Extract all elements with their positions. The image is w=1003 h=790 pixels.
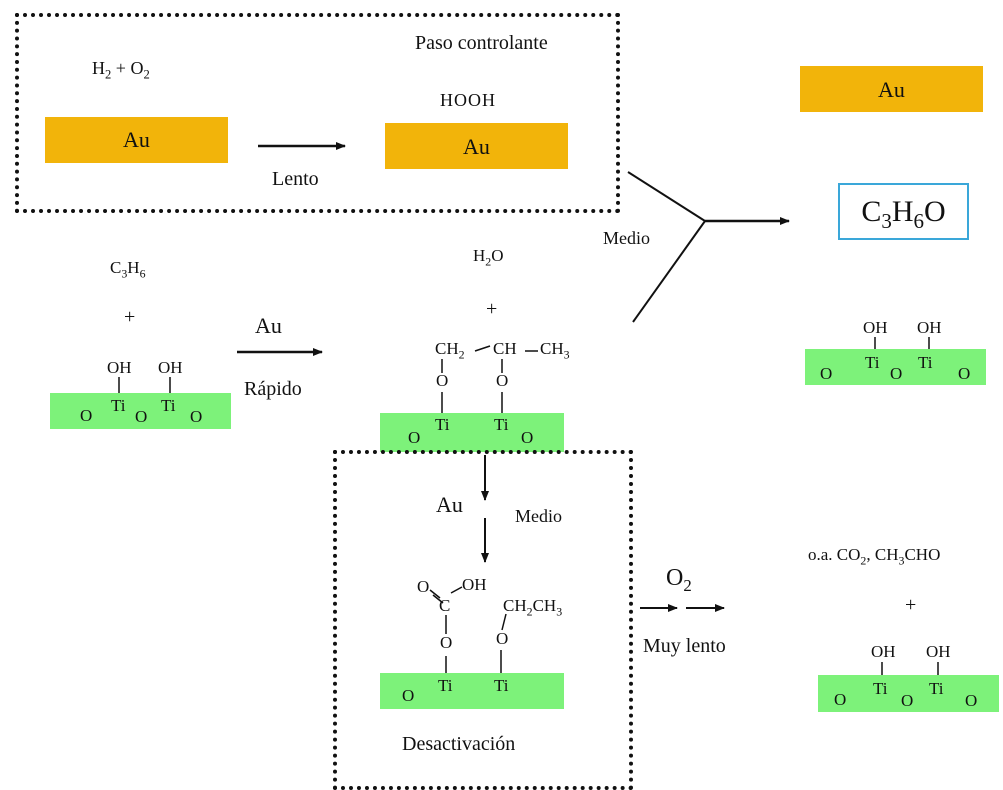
right-top-oh-1: OH: [863, 318, 888, 337]
ethyl-group: CH2CH3: [503, 596, 563, 619]
propylene-formula: C3H6: [110, 258, 146, 281]
right-bottom-surface-o3: O: [965, 691, 978, 710]
right-bottom-oh-1: OH: [871, 642, 896, 661]
gold-catalyst-right: Au: [800, 66, 983, 112]
titania-surface-deactivated: [380, 673, 564, 709]
right-top-oh-2: OH: [917, 318, 942, 337]
left-oh-1: OH: [107, 358, 132, 377]
rapido-catalyst-label: Au: [255, 313, 282, 338]
deactivation-medio-label: Medio: [515, 506, 562, 526]
center-surface-o2: O: [521, 428, 534, 447]
left-surface-ti2: Ti: [161, 396, 176, 415]
right-top-surface-o3: O: [958, 364, 971, 383]
gold-catalyst-center: Au: [385, 123, 568, 169]
left-oh-2: OH: [158, 358, 183, 377]
branch-upper-line: [627, 171, 706, 222]
carboxyl-c: C: [439, 596, 451, 615]
gold-catalyst-left: Au: [45, 117, 228, 163]
ch3-group: CH3: [540, 339, 570, 362]
left-surface-o1: O: [80, 406, 93, 425]
rate-limiting-step-title: Paso controlante: [415, 32, 548, 54]
h2-o2-reactants: H2 + O2: [92, 58, 150, 82]
titania-surface-right-bottom: [818, 675, 999, 712]
center-surface-ti1: Ti: [435, 415, 450, 434]
deactivated-surface-o: O: [402, 686, 415, 705]
titania-surface-right-top: [805, 349, 986, 385]
acetone-product-box: C3H6O: [838, 183, 969, 240]
lento-label: Lento: [272, 168, 319, 190]
center-surface-ti2: Ti: [494, 415, 509, 434]
right-top-surface-o1: O: [820, 364, 833, 383]
right-bottom-surface-o2: O: [901, 691, 914, 710]
right-top-surface-o2: O: [890, 364, 903, 383]
ch2-group: CH2: [435, 339, 465, 362]
water-formula: H2O: [473, 246, 504, 269]
right-bottom-plus: +: [905, 594, 917, 616]
deactivation-catalyst-label: Au: [436, 492, 463, 517]
deactivated-surface-ti2: Ti: [494, 676, 509, 695]
right-bottom-oh-2: OH: [926, 642, 951, 661]
intermediate-o-right: O: [496, 371, 509, 390]
titania-surface-left: [50, 393, 231, 429]
deactivated-surface-ti1: Ti: [438, 676, 453, 695]
carboxyl-o: O: [417, 577, 430, 596]
titania-surface-center: [380, 413, 564, 452]
right-bottom-surface-o1: O: [834, 690, 847, 709]
carboxyl-oh: OH: [462, 575, 487, 594]
intermediate-plus: +: [486, 298, 498, 320]
deactivation-caption: Desactivación: [402, 733, 516, 755]
ch-group: CH: [493, 339, 517, 358]
right-bottom-surface-ti2: Ti: [929, 679, 944, 698]
rate-limiting-step-box: [15, 13, 620, 213]
left-plus: +: [124, 306, 136, 328]
muy-lento-label: Muy lento: [643, 635, 726, 657]
side-products-formula: o.a. CO2, CH3CHO: [808, 545, 941, 568]
right-bottom-surface-ti1: Ti: [873, 679, 888, 698]
center-surface-o1: O: [408, 428, 421, 447]
medio-branch-label: Medio: [603, 228, 650, 248]
left-surface-ti1: Ti: [111, 396, 126, 415]
intermediate-o-left: O: [436, 371, 449, 390]
right-top-surface-ti1: Ti: [865, 353, 880, 372]
carboxyl-o-link: O: [440, 633, 453, 652]
rapido-label: Rápido: [244, 378, 302, 400]
ethyl-o: O: [496, 629, 509, 648]
left-surface-o2: O: [135, 407, 148, 426]
left-surface-o3: O: [190, 407, 203, 426]
branch-lower-line: [632, 220, 706, 323]
hooh-label: HOOH: [440, 90, 496, 110]
o2-label: O2: [666, 565, 692, 595]
right-top-surface-ti2: Ti: [918, 353, 933, 372]
